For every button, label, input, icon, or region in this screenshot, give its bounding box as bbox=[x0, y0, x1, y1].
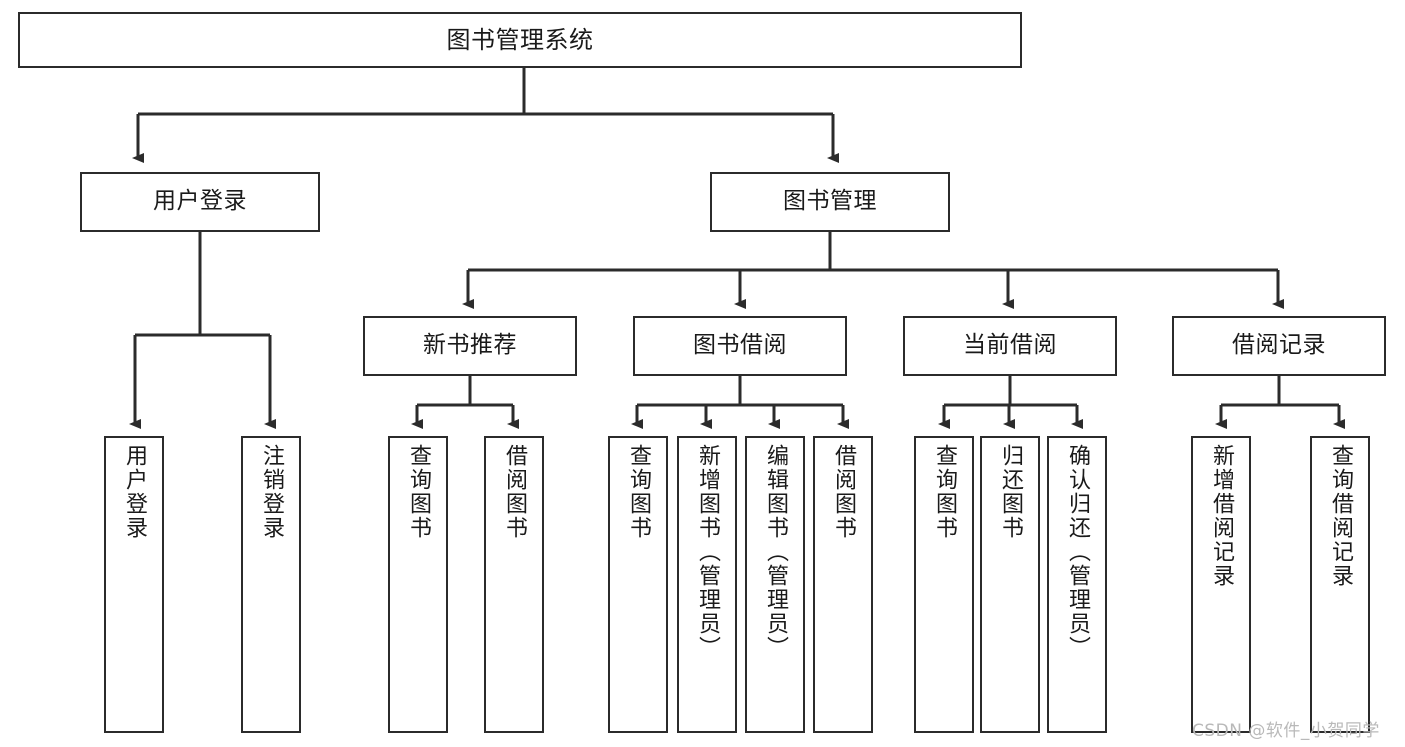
leaf-edit-book[interactable]: 编辑图书（管理员） bbox=[745, 436, 805, 733]
node-current-borrow[interactable]: 当前借阅 bbox=[903, 316, 1117, 376]
leaf-logout[interactable]: 注销登录 bbox=[241, 436, 301, 733]
node-new-book-recommend[interactable]: 新书推荐 bbox=[363, 316, 577, 376]
leaf-user-login[interactable]: 用户登录 bbox=[104, 436, 164, 733]
node-label: 当前借阅 bbox=[963, 332, 1057, 359]
node-label: 用户登录 bbox=[153, 188, 247, 215]
leaf-query-book-borrow[interactable]: 查询图书 bbox=[608, 436, 668, 733]
node-label: 确认归还（管理员） bbox=[1065, 444, 1090, 660]
node-label: 新增图书（管理员） bbox=[695, 444, 720, 660]
node-label: 编辑图书（管理员） bbox=[763, 444, 788, 660]
leaf-add-book[interactable]: 新增图书（管理员） bbox=[677, 436, 737, 733]
node-label: 注销登录 bbox=[259, 444, 284, 540]
leaf-add-borrow-record[interactable]: 新增借阅记录 bbox=[1191, 436, 1251, 733]
leaf-return-book[interactable]: 归还图书 bbox=[980, 436, 1040, 733]
node-root-system[interactable]: 图书管理系统 bbox=[18, 12, 1022, 68]
leaf-query-book-current[interactable]: 查询图书 bbox=[914, 436, 974, 733]
node-borrow-record[interactable]: 借阅记录 bbox=[1172, 316, 1386, 376]
node-label: 图书管理 bbox=[783, 188, 877, 215]
node-label: 图书管理系统 bbox=[446, 25, 594, 54]
node-label: 查询图书 bbox=[406, 444, 431, 540]
node-label: 新书推荐 bbox=[423, 332, 517, 359]
node-label: 借阅图书 bbox=[831, 444, 856, 540]
node-label: 查询图书 bbox=[626, 444, 651, 540]
node-book-management[interactable]: 图书管理 bbox=[710, 172, 950, 232]
leaf-query-book-recommend[interactable]: 查询图书 bbox=[388, 436, 448, 733]
node-label: 借阅图书 bbox=[502, 444, 527, 540]
node-user-login[interactable]: 用户登录 bbox=[80, 172, 320, 232]
node-label: 归还图书 bbox=[998, 444, 1023, 540]
node-label: 借阅记录 bbox=[1232, 332, 1326, 359]
node-book-borrow[interactable]: 图书借阅 bbox=[633, 316, 847, 376]
node-label: 图书借阅 bbox=[693, 332, 787, 359]
leaf-borrow-book[interactable]: 借阅图书 bbox=[813, 436, 873, 733]
csdn-watermark: CSDN @软件_小贺同学 bbox=[1192, 721, 1380, 741]
node-label: 查询图书 bbox=[932, 444, 957, 540]
node-label: 查询借阅记录 bbox=[1328, 444, 1353, 588]
leaf-borrow-book-recommend[interactable]: 借阅图书 bbox=[484, 436, 544, 733]
leaf-query-borrow-record[interactable]: 查询借阅记录 bbox=[1310, 436, 1370, 733]
leaf-confirm-return[interactable]: 确认归还（管理员） bbox=[1047, 436, 1107, 733]
node-label: 新增借阅记录 bbox=[1209, 444, 1234, 588]
node-label: 用户登录 bbox=[122, 444, 147, 540]
